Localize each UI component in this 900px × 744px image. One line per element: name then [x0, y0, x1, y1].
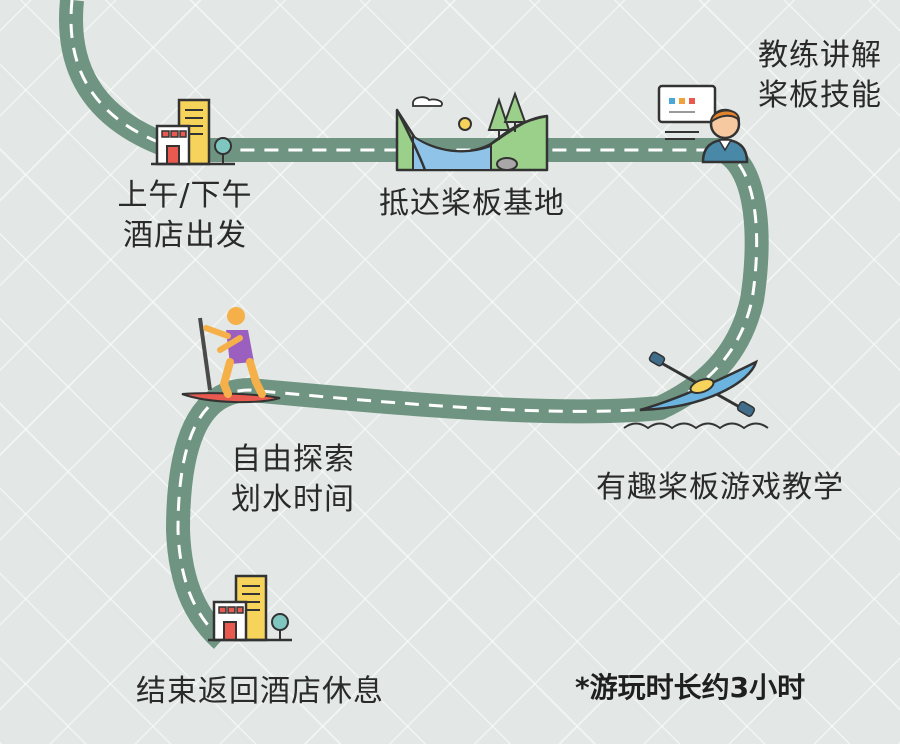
step-return-hotel-line1: 结束返回酒店休息 [136, 674, 384, 709]
step-hotel-departure-line2: 酒店出发 [123, 218, 247, 253]
step-arrive-base-line1: 抵达桨板基地 [379, 186, 565, 221]
hotel-icon [208, 574, 292, 642]
paddleboarder-icon [181, 307, 281, 404]
step-coach-explain-line1: 教练讲解 [758, 38, 882, 73]
step-coach-explain: 教练讲解 桨板技能 [745, 36, 895, 116]
step-hotel-departure-line1: 上午/下午 [117, 178, 253, 213]
step-game-teaching: 有趣桨板游戏教学 [570, 468, 870, 508]
step-free-explore-line2: 划水时间 [231, 482, 355, 517]
step-free-explore: 自由探索 划水时间 [218, 440, 368, 520]
step-coach-explain-line2: 桨板技能 [758, 78, 882, 113]
step-hotel-departure: 上午/下午 酒店出发 [100, 176, 270, 256]
duration-note: *游玩时长约3小时 [575, 671, 806, 704]
step-free-explore-line1: 自由探索 [231, 442, 355, 477]
hotel-icon [151, 98, 235, 166]
kayak-icon [623, 351, 769, 430]
step-game-teaching-line1: 有趣桨板游戏教学 [596, 470, 844, 505]
coach-icon [657, 84, 749, 164]
step-arrive-base: 抵达桨板基地 [362, 184, 582, 224]
step-return-hotel: 结束返回酒店休息 [110, 672, 410, 712]
landscape-icon [395, 91, 549, 172]
route-road [59, 0, 769, 649]
